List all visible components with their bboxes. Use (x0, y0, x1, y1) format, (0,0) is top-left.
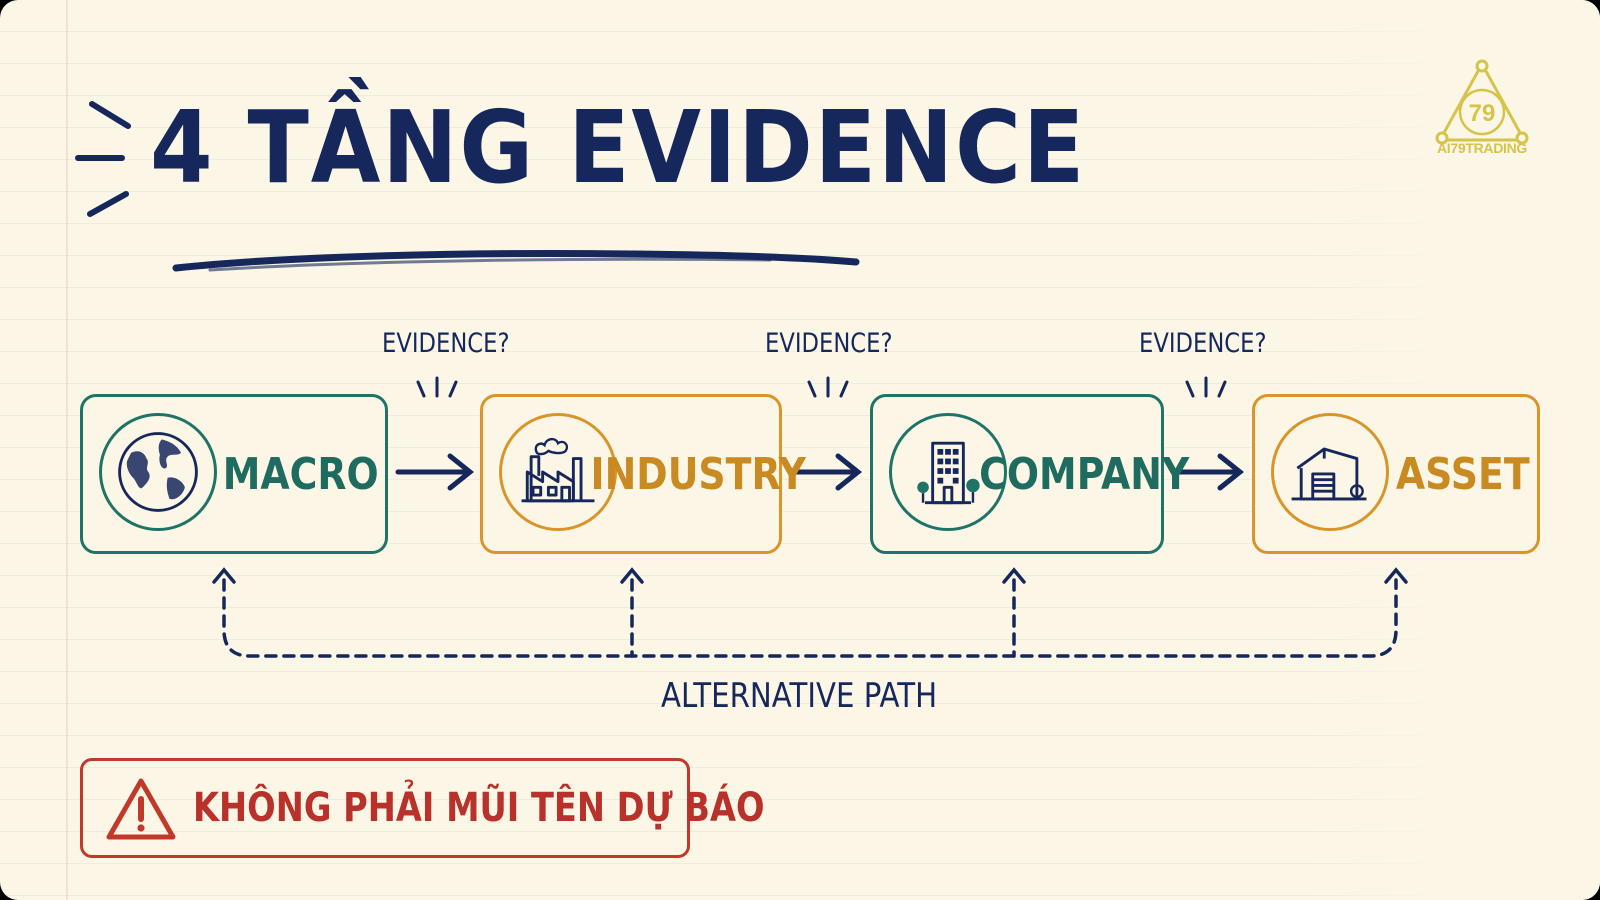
evidence-question-1: EVIDENCE? (382, 328, 510, 359)
layer-box-macro: MACRO (80, 394, 388, 554)
forward-arrow-1 (395, 453, 475, 491)
warehouse-icon (1291, 447, 1367, 501)
alternative-path-arrowheads (212, 567, 1408, 584)
brand-logo-icon: 79 (1435, 59, 1529, 145)
title-underline (172, 250, 860, 272)
icon-circle (499, 413, 617, 531)
logo-mark: 79 (1469, 100, 1496, 127)
layer-label: INDUSTRY (590, 448, 806, 500)
logo-wordmark: AI79TRADING (1436, 140, 1528, 156)
layer-box-asset: ASSET (1252, 394, 1540, 554)
forward-arrow-2 (789, 453, 863, 491)
factory-icon (521, 437, 595, 503)
layer-box-company: COMPANY (870, 394, 1190, 554)
evidence-question-2: EVIDENCE? (765, 328, 893, 359)
layer-box-industry: INDUSTRY (480, 394, 806, 554)
layer-label: ASSET (1396, 448, 1530, 500)
warning-callout: KHÔNG PHẢI MŨI TÊN DỰ BÁO (80, 758, 765, 858)
page-title: 4 TẦNG EVIDENCE (150, 89, 1087, 206)
warning-triangle-icon (106, 778, 176, 840)
icon-circle (99, 413, 217, 531)
alternative-path-label: ALTERNATIVE PATH (661, 676, 938, 716)
alternative-path-lines (222, 578, 1398, 658)
emphasis-ticks-icon (807, 376, 849, 398)
emphasis-ticks-icon (1185, 376, 1227, 398)
icon-circle (889, 413, 1007, 531)
office-building-icon (917, 441, 980, 505)
globe-icon (118, 432, 198, 512)
forward-arrow-3 (1173, 453, 1245, 491)
notebook-margin-line (66, 0, 68, 900)
icon-circle (1271, 413, 1389, 531)
warning-text: KHÔNG PHẢI MŨI TÊN DỰ BÁO (193, 785, 765, 831)
layer-label: COMPANY (978, 448, 1190, 500)
evidence-question-3: EVIDENCE? (1139, 328, 1267, 359)
layer-label: MACRO (222, 448, 380, 500)
emphasis-ticks-icon (416, 376, 458, 398)
title-burst-strokes-icon (75, 101, 131, 217)
